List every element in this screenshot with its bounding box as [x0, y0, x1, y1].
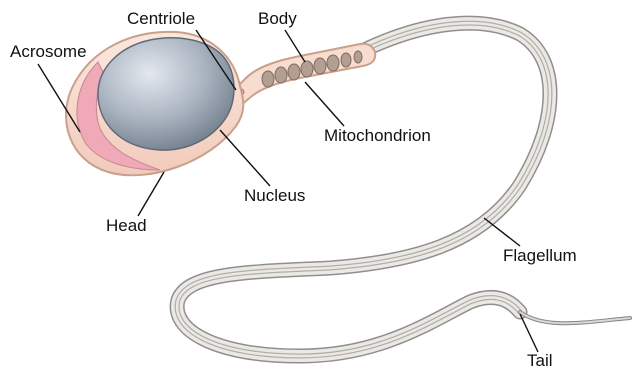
- acrosome-label: Acrosome: [10, 42, 87, 62]
- body-label: Body: [258, 9, 297, 29]
- flagellum-label: Flagellum: [503, 246, 577, 266]
- sperm-head: [66, 32, 243, 175]
- tail-label: Tail: [527, 351, 553, 371]
- mitochondrion-label: Mitochondrion: [324, 126, 431, 146]
- nucleus-label: Nucleus: [244, 186, 305, 206]
- midpiece-body: [232, 44, 375, 106]
- head-label: Head: [106, 216, 147, 236]
- tail-end-piece: [520, 312, 630, 323]
- centriole-label: Centriole: [127, 9, 195, 29]
